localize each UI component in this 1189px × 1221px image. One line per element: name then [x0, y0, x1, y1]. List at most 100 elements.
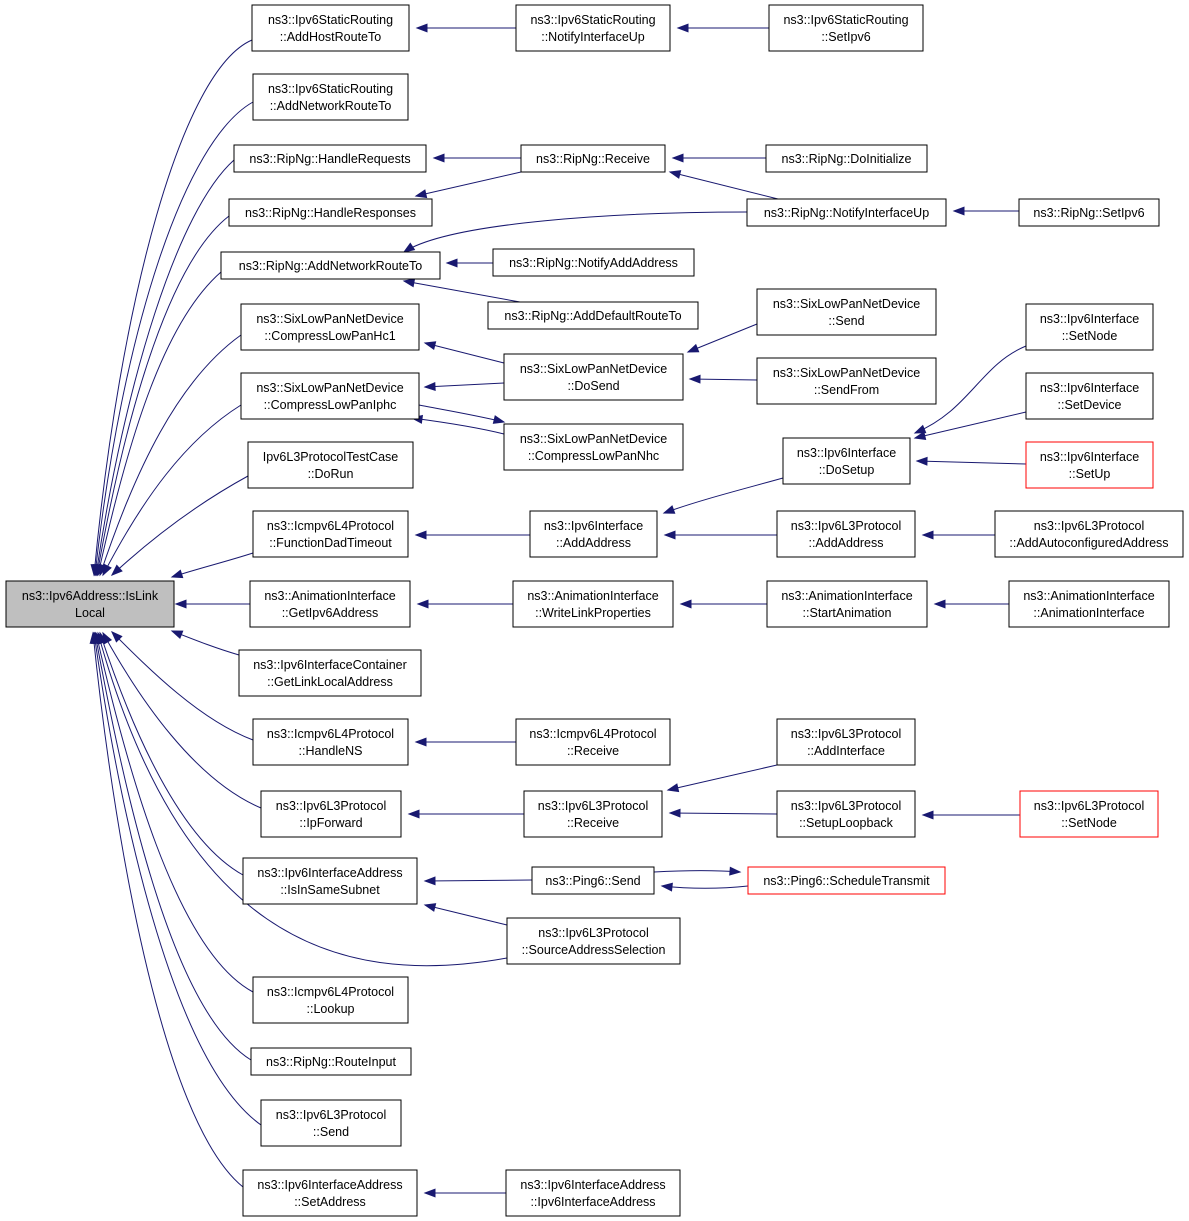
node-label: ns3::SixLowPanNetDevice — [773, 297, 920, 311]
arrowhead-icon — [89, 631, 99, 644]
graph-node[interactable]: ns3::RipNg::Receive — [520, 144, 666, 173]
graph-node[interactable]: ns3::Ipv6InterfaceContainer::GetLinkLoca… — [238, 649, 422, 697]
graph-node[interactable]: ns3::Ping6::ScheduleTransmit — [747, 866, 946, 895]
graph-node[interactable]: ns3::Ipv6Interface::SetUp — [1025, 441, 1154, 489]
edge-n6-to-n5 — [432, 153, 521, 163]
arrowhead-icon — [663, 530, 676, 540]
graph-node[interactable]: ns3::Ipv6InterfaceAddress::SetAddress — [242, 1169, 418, 1217]
node-box — [492, 248, 695, 277]
edge-n31-to-n30 — [679, 599, 767, 609]
node-label: ns3::RipNg::DoInitialize — [782, 152, 912, 166]
arrowhead-icon — [445, 258, 458, 268]
graph-node[interactable]: ns3::Ipv6L3Protocol::AddInterface — [776, 718, 916, 766]
graph-node[interactable]: ns3::SixLowPanNetDevice::CompressLowPanN… — [503, 423, 684, 471]
graph-node[interactable]: ns3::Ipv6L3Protocol::SetupLoopback — [776, 790, 916, 838]
node-label: ::StartAnimation — [803, 606, 892, 620]
graph-node[interactable]: ns3::Ipv6Interface::SetNode — [1025, 303, 1154, 351]
node-label: ::IpForward — [299, 816, 362, 830]
edge-n49-to-n48 — [423, 1188, 506, 1198]
edge-line — [96, 215, 230, 576]
edge-n3-to-n2 — [676, 23, 769, 33]
node-box — [1025, 372, 1154, 420]
edge-line — [424, 904, 508, 926]
graph-node[interactable]: ns3::Icmpv6L4Protocol::FunctionDadTimeou… — [252, 510, 409, 558]
graph-node[interactable]: ns3::RipNg::SetIpv6 — [1018, 198, 1160, 227]
graph-node[interactable]: ns3::Ipv6L3Protocol::SourceAddressSelect… — [506, 917, 681, 965]
graph-node[interactable]: ns3::AnimationInterface::AnimationInterf… — [1008, 580, 1170, 628]
graph-node[interactable]: ns3::RipNg::RouteInput — [250, 1047, 412, 1076]
graph-node[interactable]: ns3::Ipv6Interface::SetDevice — [1025, 372, 1154, 420]
graph-node[interactable]: ns3::SixLowPanNetDevice::DoSend — [503, 353, 684, 401]
graph-node[interactable]: ns3::Ipv6L3Protocol::AddAutoconfiguredAd… — [994, 510, 1184, 558]
graph-node[interactable]: ns3::Ping6::Send — [531, 866, 655, 895]
arrowhead-icon — [668, 170, 682, 179]
graph-node[interactable]: Ipv6L3ProtocolTestCase::DoRun — [247, 441, 414, 489]
graph-node[interactable]: ns3::Ipv6StaticRouting::SetIpv6 — [768, 4, 924, 52]
node-label: ::GetLinkLocalAddress — [267, 675, 393, 689]
graph-node[interactable]: ns3::AnimationInterface::GetIpv6Address — [249, 580, 411, 628]
node-label: ns3::AnimationInterface — [264, 589, 395, 603]
graph-node[interactable]: ns3::AnimationInterface::StartAnimation — [766, 580, 928, 628]
graph-node[interactable]: ns3::RipNg::HandleResponses — [228, 198, 433, 227]
edge-n23-to-n26 — [662, 477, 784, 514]
graph-node[interactable]: ns3::Ipv6Interface::AddAddress — [529, 510, 658, 558]
node-label: ::AddAddress — [808, 536, 883, 550]
node-box — [242, 857, 418, 905]
graph-node[interactable]: ns3::RipNg::HandleRequests — [233, 144, 427, 173]
graph-node[interactable]: ns3::RipNg::NotifyAddAddress — [492, 248, 695, 277]
edge-n28-to-n27 — [921, 530, 995, 540]
node-label: ns3::Ipv6L3Protocol — [1034, 519, 1145, 533]
edge-line — [653, 870, 741, 873]
graph-node[interactable]: ns3::Icmpv6L4Protocol::Lookup — [252, 976, 409, 1024]
graph-node[interactable]: ns3::SixLowPanNetDevice::Send — [756, 288, 937, 336]
graph-node[interactable]: ns3::SixLowPanNetDevice::CompressLowPanI… — [240, 372, 420, 420]
graph-node[interactable]: ns3::Ipv6StaticRouting::NotifyInterfaceU… — [515, 4, 671, 52]
arrowhead-icon — [913, 431, 927, 441]
graph-node[interactable]: ns3::Icmpv6L4Protocol::HandleNS — [252, 718, 409, 766]
graph-node[interactable]: ns3::Ipv6InterfaceAddress::IsInSameSubne… — [242, 857, 418, 905]
graph-node[interactable]: ns3::Ipv6L3Protocol::Send — [260, 1099, 402, 1147]
graph-node[interactable]: ns3::Ipv6Interface::DoSetup — [782, 437, 911, 485]
node-label: ::SetUp — [1069, 467, 1111, 481]
node-box — [240, 303, 420, 351]
graph-node[interactable]: ns3::Icmpv6L4Protocol::Receive — [515, 718, 671, 766]
node-label: ::CompressLowPanNhc — [528, 449, 659, 463]
graph-node[interactable]: ns3::AnimationInterface::WriteLinkProper… — [512, 580, 674, 628]
graph-node[interactable]: ns3::RipNg::AddNetworkRouteTo — [220, 251, 441, 280]
edge-n43-to-n42 — [660, 882, 749, 892]
arrowhead-icon — [174, 599, 187, 609]
graph-node[interactable]: ns3::Ipv6L3Protocol::SetNode — [1019, 790, 1159, 838]
graph-node[interactable]: ns3::RipNg::DoInitialize — [765, 144, 928, 173]
node-label: ns3::Ipv6L3Protocol — [538, 926, 649, 940]
node-label: ns3::Ipv6L3Protocol — [276, 1108, 387, 1122]
node-label: ::AddAutoconfiguredAddress — [1009, 536, 1168, 550]
node-label: ns3::Ipv6L3Protocol — [791, 519, 902, 533]
node-label: ns3::Ipv6StaticRouting — [268, 82, 393, 96]
graph-node[interactable]: ns3::RipNg::NotifyInterfaceUp — [746, 198, 947, 227]
graph-node[interactable]: ns3::SixLowPanNetDevice::SendFrom — [756, 357, 937, 405]
graph-node[interactable]: ns3::Ipv6StaticRouting::AddHostRouteTo — [251, 4, 410, 52]
edge-n7-to-n6 — [671, 153, 766, 163]
arrowhead-icon — [423, 876, 436, 886]
edge-line — [914, 411, 1027, 439]
graph-node[interactable]: ns3::Ipv6L3Protocol::IpForward — [260, 790, 402, 838]
graph-node[interactable]: ns3::RipNg::AddDefaultRouteTo — [487, 301, 699, 330]
graph-node[interactable]: ns3::Ipv6InterfaceAddress::Ipv6Interface… — [505, 1169, 681, 1217]
graph-node[interactable]: ns3::SixLowPanNetDevice::CompressLowPanH… — [240, 303, 420, 351]
edge-n45-to-root — [93, 631, 254, 993]
graph-node[interactable]: ns3::Ipv6L3Protocol::Receive — [523, 790, 663, 838]
edge-n21-to-n23 — [913, 411, 1027, 441]
graph-node[interactable]: ns3::Ipv6StaticRouting::AddNetworkRouteT… — [252, 73, 409, 121]
node-label: ns3::Ipv6L3Protocol — [791, 799, 902, 813]
edge-n11-to-root — [95, 271, 222, 577]
arrowhead-icon — [686, 343, 700, 353]
edge-line — [424, 879, 533, 882]
graph-node[interactable]: ns3::Ipv6L3Protocol::AddAddress — [776, 510, 916, 558]
edge-line — [92, 632, 244, 1188]
edge-n16-to-n14 — [423, 341, 505, 364]
edge-line — [418, 404, 505, 423]
node-label: ns3::Ipv6InterfaceAddress — [257, 866, 402, 880]
arrowhead-icon — [423, 1188, 436, 1198]
